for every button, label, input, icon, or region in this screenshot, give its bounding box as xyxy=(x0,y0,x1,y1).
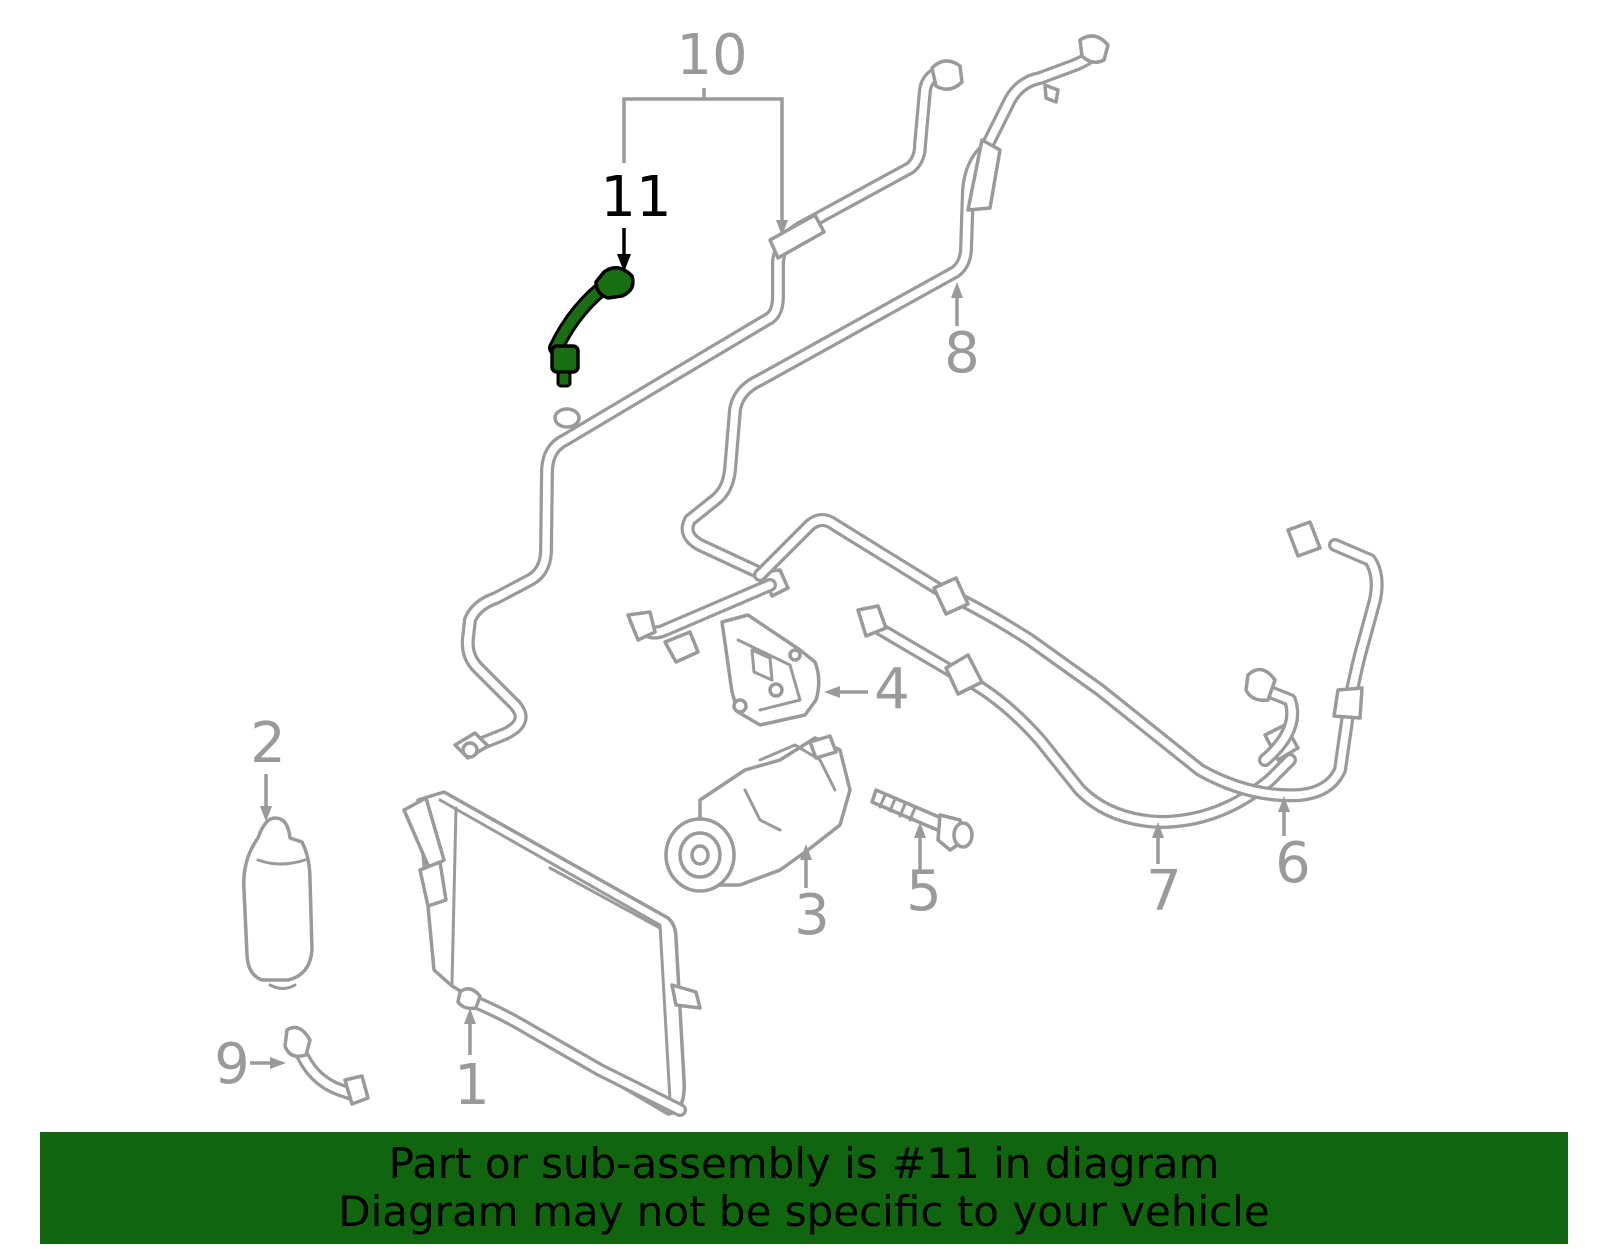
part-4-bracket xyxy=(720,613,821,727)
callout-5: 5 xyxy=(906,859,942,924)
part-5-bolt xyxy=(870,788,974,852)
callout-3: 3 xyxy=(794,883,830,948)
footer-line-1: Part or sub-assembly is #11 in diagram xyxy=(388,1139,1220,1188)
footer-banner: Part or sub-assembly is #11 in diagram D… xyxy=(40,1132,1568,1244)
callout-7: 7 xyxy=(1146,859,1182,924)
callout-8: 8 xyxy=(944,321,980,386)
callout-9: 9 xyxy=(214,1032,250,1097)
part-1-condenser xyxy=(402,790,702,1117)
callout-4: 4 xyxy=(874,657,910,722)
part-11-tube-highlighted xyxy=(548,266,635,388)
callout-6: 6 xyxy=(1275,831,1311,896)
footer-line-2: Diagram may not be specific to your vehi… xyxy=(338,1187,1270,1236)
part-8-tube xyxy=(626,34,1110,664)
leader-lines xyxy=(250,88,1290,1069)
part-9-hose xyxy=(283,1025,370,1106)
part-2-drier xyxy=(242,816,314,990)
callout-10: 10 xyxy=(676,23,747,88)
part-3-compressor xyxy=(664,734,852,893)
callout-numbers: 10 11 8 4 2 3 5 7 6 1 9 xyxy=(214,23,1311,1118)
callout-11: 11 xyxy=(600,165,671,230)
part-7-hose xyxy=(856,604,1300,829)
part-10-tube xyxy=(453,59,964,760)
callout-1: 1 xyxy=(454,1053,490,1118)
part-6-hose xyxy=(753,513,1384,803)
callout-2: 2 xyxy=(250,711,286,776)
